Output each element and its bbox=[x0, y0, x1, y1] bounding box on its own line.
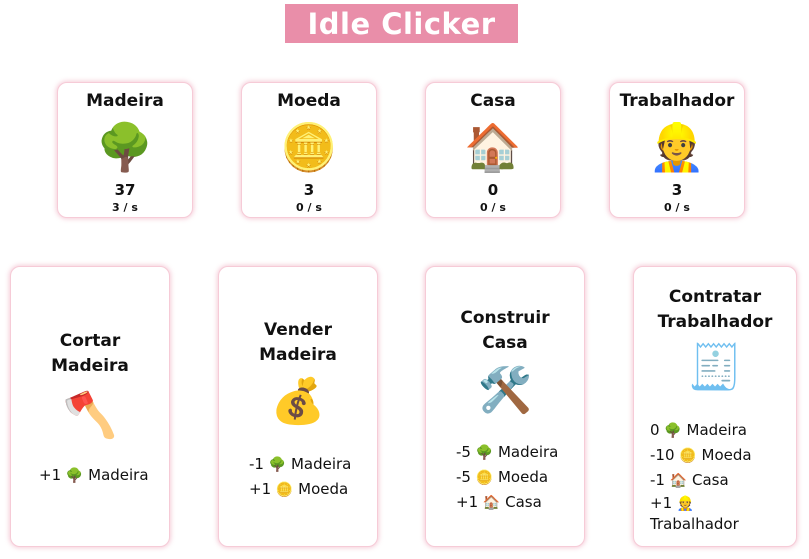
coin-icon: 🪙 bbox=[475, 470, 494, 486]
effect-line: -10 🪙 Moeda bbox=[650, 446, 752, 464]
resource-name: Casa bbox=[470, 91, 516, 111]
receipt-icon: 🧾 bbox=[687, 342, 743, 393]
effect-line-label: Trabalhador bbox=[650, 515, 739, 533]
resource-name: Madeira bbox=[86, 91, 164, 111]
effect-line: +1 🌳 Madeira bbox=[39, 466, 149, 484]
contratar-trabalhador-button[interactable]: Contratar Trabalhador 🧾 0 🌳 Madeira -10 … bbox=[633, 266, 797, 547]
effect-line: +1 👷 bbox=[650, 494, 695, 512]
action-effects: +1 🌳 Madeira bbox=[39, 463, 149, 488]
tree-icon: 🌳 bbox=[65, 468, 84, 484]
resource-rate: 3 / s bbox=[112, 201, 138, 214]
action-effects: -5 🌳 Madeira -5 🪙 Moeda +1 🏠 Casa bbox=[456, 440, 558, 515]
construir-casa-button[interactable]: Construir Casa 🛠️ -5 🌳 Madeira -5 🪙 Moed… bbox=[425, 266, 585, 547]
coin-icon: 🪙 bbox=[280, 120, 338, 174]
resource-name: Moeda bbox=[277, 91, 341, 111]
action-title: Cortar Madeira bbox=[51, 331, 129, 376]
resource-card-casa: Casa 🏠 0 0 / s bbox=[425, 82, 561, 218]
game-title: Idle Clicker bbox=[285, 4, 518, 43]
action-title: Contratar Trabalhador bbox=[657, 287, 773, 332]
effect-line: +1 🪙 Moeda bbox=[249, 480, 349, 498]
house-icon: 🏠 bbox=[669, 473, 688, 489]
tree-icon: 🌳 bbox=[96, 120, 154, 174]
action-title: Construir Casa bbox=[460, 308, 550, 353]
vender-madeira-button[interactable]: Vender Madeira 💰 -1 🌳 Madeira +1 🪙 Moeda bbox=[218, 266, 378, 547]
house-icon: 🏠 bbox=[464, 120, 522, 174]
resource-count: 0 bbox=[487, 181, 499, 199]
action-effects: 0 🌳 Madeira -10 🪙 Moeda -1 🏠 Casa +1 👷 T… bbox=[650, 418, 752, 534]
effect-line: 0 🌳 Madeira bbox=[650, 421, 747, 439]
action-title: Vender Madeira bbox=[259, 320, 337, 365]
effect-line: +1 🏠 Casa bbox=[456, 493, 542, 511]
resource-rate: 0 / s bbox=[664, 201, 690, 214]
resource-card-trabalhador: Trabalhador 👷 3 0 / s bbox=[609, 82, 745, 218]
axe-icon: 🪓 bbox=[62, 390, 118, 441]
coin-icon: 🪙 bbox=[679, 448, 697, 464]
resource-count: 3 bbox=[671, 181, 683, 199]
effect-line: -1 🌳 Madeira bbox=[249, 455, 352, 473]
effect-line: -5 🪙 Moeda bbox=[456, 468, 549, 486]
tree-icon: 🌳 bbox=[475, 445, 494, 461]
resource-rate: 0 / s bbox=[480, 201, 506, 214]
effect-line: -1 🏠 Casa bbox=[650, 471, 729, 489]
resource-name: Trabalhador bbox=[619, 91, 735, 111]
effect-line: -5 🌳 Madeira bbox=[456, 443, 559, 461]
resource-rate: 0 / s bbox=[296, 201, 322, 214]
coin-icon: 🪙 bbox=[275, 482, 294, 498]
resource-card-madeira: Madeira 🌳 37 3 / s bbox=[57, 82, 193, 218]
house-icon: 🏠 bbox=[482, 495, 501, 511]
resource-count: 37 bbox=[114, 181, 136, 199]
money-bag-icon: 💰 bbox=[270, 376, 326, 427]
worker-icon: 👷 bbox=[676, 496, 695, 512]
tools-icon: 🛠️ bbox=[477, 365, 533, 416]
worker-icon: 👷 bbox=[648, 120, 706, 174]
action-effects: -1 🌳 Madeira +1 🪙 Moeda bbox=[249, 452, 351, 502]
resource-count: 3 bbox=[303, 181, 315, 199]
tree-icon: 🌳 bbox=[664, 423, 682, 439]
resource-card-moeda: Moeda 🪙 3 0 / s bbox=[241, 82, 377, 218]
tree-icon: 🌳 bbox=[268, 457, 287, 473]
cortar-madeira-button[interactable]: Cortar Madeira 🪓 +1 🌳 Madeira bbox=[10, 266, 170, 547]
